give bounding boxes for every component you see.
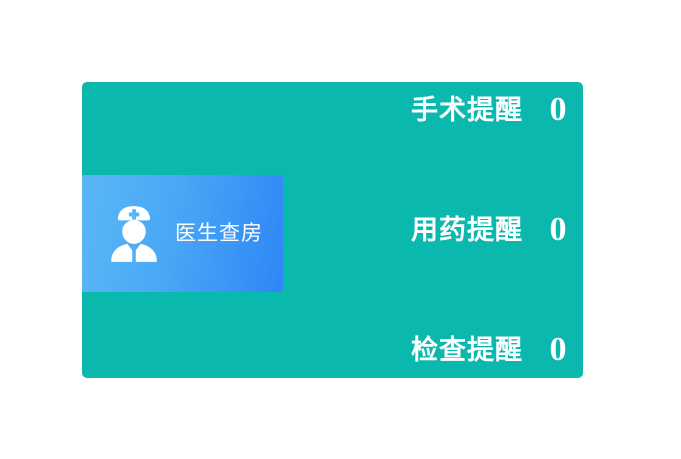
ward-round-tile[interactable]: 医生查房: [82, 175, 283, 292]
reminder-row-examination[interactable]: 检查提醒 0: [411, 327, 571, 373]
reminder-label-examination: 检查提醒: [411, 334, 523, 365]
reminder-label-surgery: 手术提醒: [411, 94, 523, 125]
reminder-row-medication[interactable]: 用药提醒 0: [411, 207, 571, 253]
reminder-label-medication: 用药提醒: [411, 214, 523, 245]
reminder-panel: 医生查房 手术提醒 0 用药提醒 0 检查提醒 0: [82, 82, 583, 378]
ward-round-tile-label: 医生查房: [175, 222, 263, 245]
reminder-row-surgery[interactable]: 手术提醒 0: [411, 87, 571, 133]
reminder-count-medication: 0: [549, 211, 567, 248]
doctor-icon: [111, 205, 157, 262]
reminder-count-examination: 0: [549, 331, 567, 368]
reminder-count-surgery: 0: [549, 91, 567, 128]
